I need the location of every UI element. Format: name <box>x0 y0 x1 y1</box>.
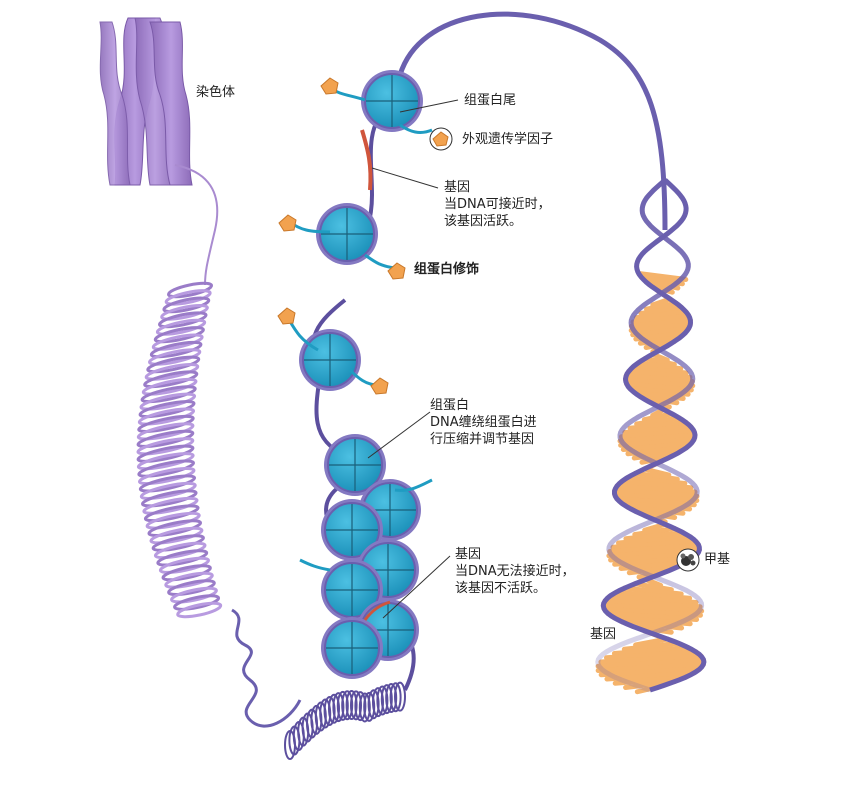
gene-active-title: 基因 <box>444 180 471 195</box>
nucleosome-icon <box>316 203 378 265</box>
dna-strand-main <box>311 108 416 691</box>
label-histone-tail: 组蛋白尾 <box>464 93 517 108</box>
wavy-dna-linker <box>231 608 302 728</box>
label-gene-helix: 基因 <box>590 627 617 642</box>
methyl-group-icon <box>676 548 700 572</box>
double-helix-icon <box>595 178 707 695</box>
histone-title: 组蛋白 <box>430 398 470 413</box>
pentagon-modifier-icon <box>277 77 406 395</box>
gene-active-line2: 该基因活跃。 <box>444 214 523 229</box>
gene-active-line1: 当DNA可接近时， <box>444 197 551 212</box>
label-gene-active: 基因 当DNA可接近时， 该基因活跃。 <box>444 179 551 230</box>
label-methyl: 甲基 <box>704 552 731 567</box>
label-histone: 组蛋白 DNA缠绕组蛋白进 行压缩并调节基因 <box>430 397 537 448</box>
chromatin-thread <box>174 164 219 286</box>
nucleosome-icon <box>321 499 383 561</box>
epigenetic-factor-icon <box>429 127 453 151</box>
nucleosome-icon <box>299 329 361 391</box>
histone-line1: DNA缠绕组蛋白进 <box>430 415 537 430</box>
dna-arc-to-helix <box>397 11 668 231</box>
histone-line2: 行压缩并调节基因 <box>430 432 535 447</box>
gene-inactive-line1: 当DNA无法接近时， <box>455 564 575 579</box>
gene-segment-active <box>360 129 373 191</box>
nucleosome-icon <box>324 434 386 496</box>
label-gene-inactive: 基因 当DNA无法接近时， 该基因不活跃。 <box>455 546 575 597</box>
leader-lines <box>367 99 459 619</box>
chromosome-icon <box>99 17 193 186</box>
bottom-supercoil <box>284 681 406 760</box>
nucleosome-icon <box>361 70 423 132</box>
gene-inactive-line2: 该基因不活跃。 <box>455 581 547 596</box>
coiled-fiber <box>136 281 223 619</box>
nucleosome-icon <box>321 617 383 679</box>
label-epigenetic-factor: 外观遗传学因子 <box>462 132 554 147</box>
label-histone-modification: 组蛋白修饰 <box>414 262 480 277</box>
gene-inactive-title: 基因 <box>455 547 482 562</box>
label-chromosome: 染色体 <box>196 85 236 100</box>
